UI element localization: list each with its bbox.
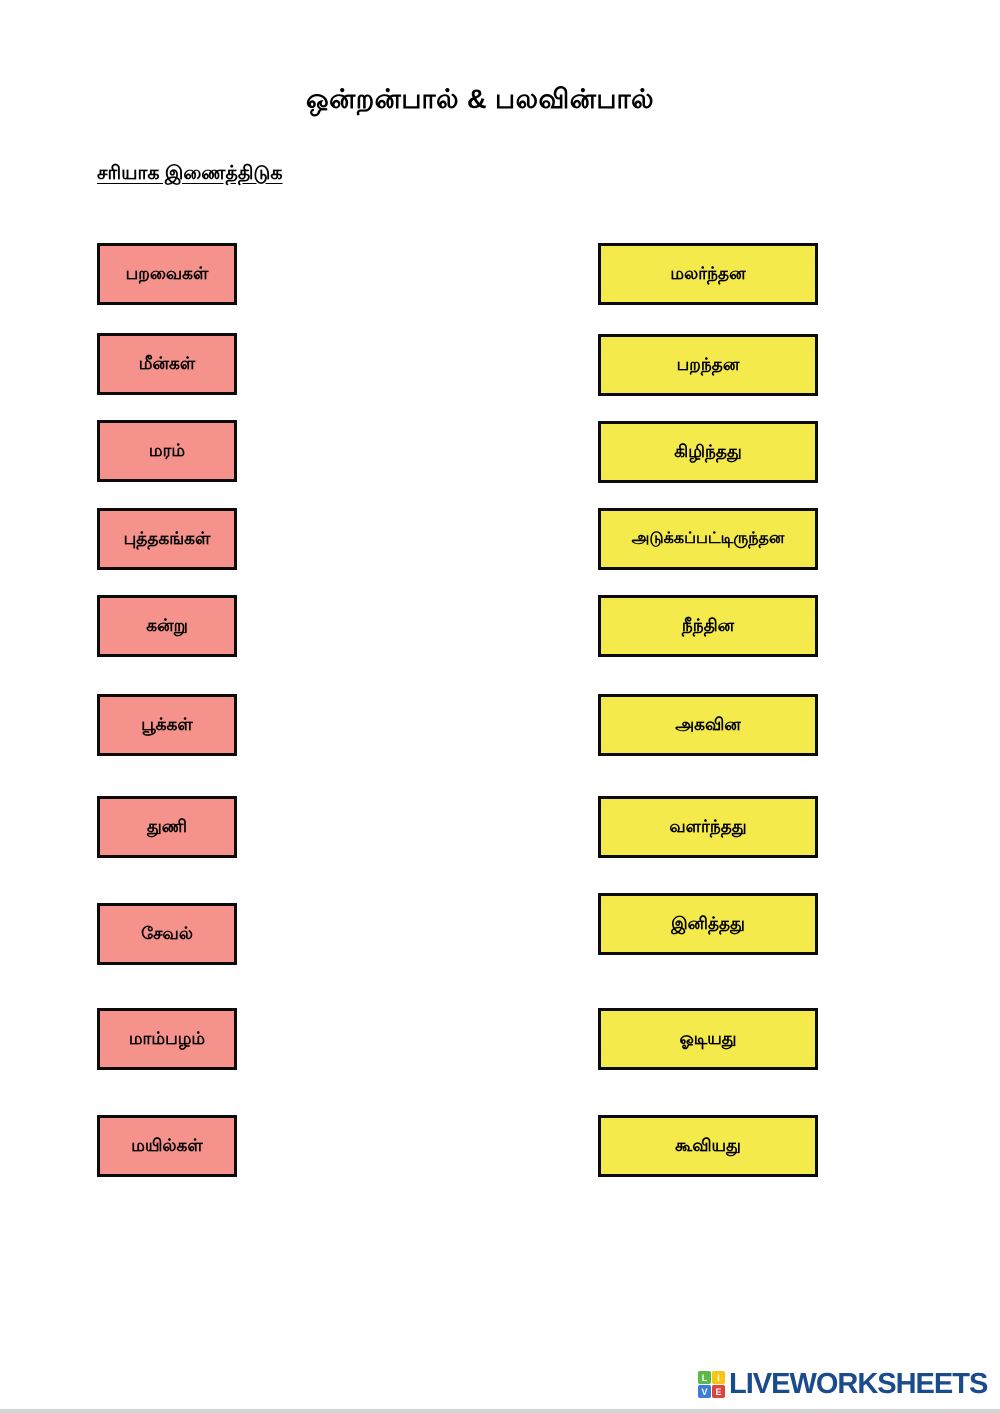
instruction-text: சரியாக இணைத்திடுக [97, 163, 283, 184]
match-target-box[interactable]: மலர்ந்தன [598, 243, 818, 305]
match-source-label: துணி [146, 816, 188, 836]
match-target-box[interactable]: அகவின [598, 694, 818, 756]
match-source-box[interactable]: துணி [97, 796, 237, 858]
match-source-label: கன்று [146, 615, 188, 635]
match-source-label: மாம்பழம் [128, 1028, 206, 1048]
match-target-label: வளர்ந்தது [669, 816, 747, 836]
match-source-label: மீன்கள் [138, 353, 196, 373]
match-target-label: கிழிந்தது [674, 441, 742, 461]
match-source-box[interactable]: பூக்கள் [97, 694, 237, 756]
liveworksheets-logo[interactable]: L I V E LIVEWORKSHEETS [698, 1368, 988, 1401]
match-target-label: பறந்தன [676, 354, 740, 374]
page-edge-divider [0, 1409, 1000, 1413]
match-source-label: பூக்கள் [141, 714, 193, 734]
logo-letter-e: E [712, 1385, 725, 1398]
match-target-label: இனித்தது [671, 913, 745, 933]
match-source-box[interactable]: புத்தகங்கள் [97, 508, 237, 570]
match-source-label: சேவல் [141, 923, 193, 943]
match-source-label: புத்தகங்கள் [123, 528, 211, 548]
match-target-box[interactable]: அடுக்கப்பட்டிருந்தன [598, 508, 818, 570]
match-target-box[interactable]: கூவியது [598, 1115, 818, 1177]
match-source-label: பறவைகள் [125, 263, 209, 283]
match-source-box[interactable]: கன்று [97, 595, 237, 657]
match-source-label: மயில்கள் [131, 1135, 203, 1155]
match-target-label: ஓடியது [679, 1028, 737, 1048]
match-target-box[interactable]: வளர்ந்தது [598, 796, 818, 858]
logo-letter-v: V [698, 1385, 711, 1398]
match-target-label: அகவின [675, 714, 741, 734]
match-source-box[interactable]: சேவல் [97, 903, 237, 965]
match-target-box[interactable]: இனித்தது [598, 893, 818, 955]
page-title: ஒன்றன்பால் & பலவின்பால் [306, 84, 654, 114]
match-source-box[interactable]: பறவைகள் [97, 243, 237, 305]
match-target-box[interactable]: கிழிந்தது [598, 421, 818, 483]
liveworksheets-brand-text: LIVEWORKSHEETS [729, 1368, 988, 1400]
logo-letter-i: I [712, 1371, 725, 1384]
match-target-box[interactable]: பறந்தன [598, 334, 818, 396]
match-target-label: அடுக்கப்பட்டிருந்தன [631, 530, 785, 548]
match-target-label: கூவியது [675, 1135, 741, 1155]
match-target-box[interactable]: ஓடியது [598, 1008, 818, 1070]
match-target-box[interactable]: நீந்தின [598, 595, 818, 657]
match-source-box[interactable]: மீன்கள் [97, 333, 237, 395]
logo-letter-l: L [698, 1371, 711, 1384]
match-target-label: நீந்தின [681, 615, 735, 635]
match-target-label: மலர்ந்தன [670, 263, 746, 283]
liveworksheets-icon: L I V E [698, 1371, 725, 1398]
match-source-box[interactable]: மாம்பழம் [97, 1008, 237, 1070]
match-source-label: மரம் [148, 440, 186, 460]
match-source-box[interactable]: மரம் [97, 420, 237, 482]
match-source-box[interactable]: மயில்கள் [97, 1115, 237, 1177]
